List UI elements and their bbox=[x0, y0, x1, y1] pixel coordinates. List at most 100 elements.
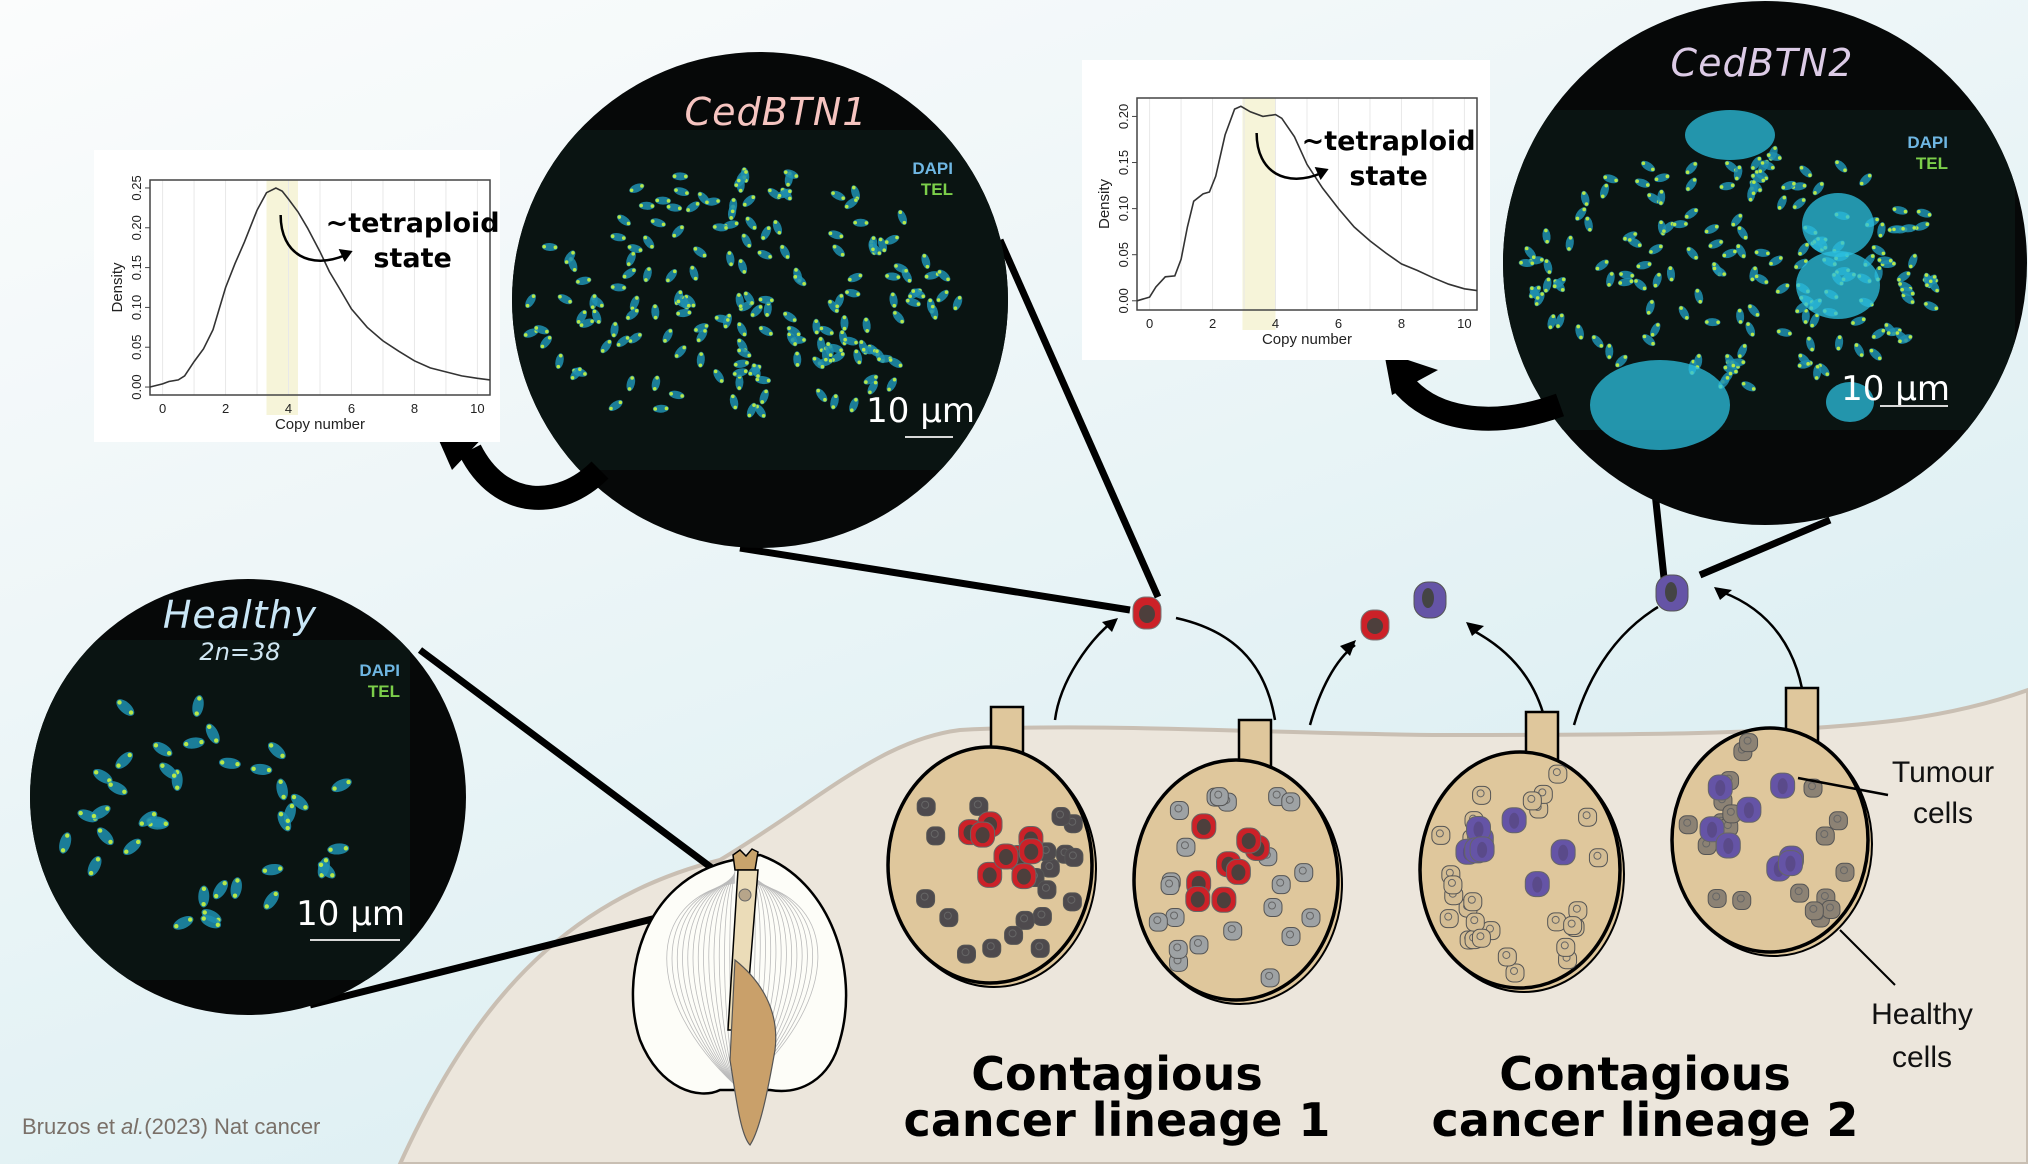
telomere-signal bbox=[743, 202, 747, 207]
telomere-signal bbox=[1837, 335, 1842, 340]
scale-bar-label: 10 µm bbox=[1841, 369, 1950, 409]
telomere-signal bbox=[592, 294, 597, 298]
telomere-signal bbox=[1725, 376, 1730, 380]
chromosome bbox=[1813, 364, 1822, 381]
healthy-cell bbox=[1732, 891, 1752, 911]
telomere-signal bbox=[1867, 173, 1872, 178]
telomere-signal bbox=[820, 364, 825, 369]
telomere-signal bbox=[773, 220, 778, 224]
telomere-signal bbox=[1851, 321, 1855, 325]
telomere-signal bbox=[1659, 190, 1664, 194]
shell-growth-line bbox=[713, 873, 736, 1086]
telomere-signal bbox=[108, 782, 113, 787]
telomere-signal bbox=[1898, 282, 1902, 286]
telomere-signal bbox=[685, 191, 689, 195]
telomere-signal bbox=[1712, 266, 1717, 271]
telomere-signal bbox=[738, 188, 743, 193]
healthy-cell bbox=[1037, 880, 1057, 900]
telomere-signal bbox=[1736, 244, 1741, 248]
telomere-signal bbox=[1531, 255, 1536, 260]
telomere-signal bbox=[612, 333, 616, 337]
telomere-signal bbox=[105, 806, 110, 811]
telomere-signal bbox=[1635, 179, 1639, 183]
telomere-signal bbox=[896, 275, 901, 279]
telomere-signal bbox=[1725, 161, 1729, 165]
telomere-signal bbox=[745, 361, 749, 365]
telomere-signal bbox=[1607, 344, 1612, 348]
telomere-signal bbox=[1886, 331, 1891, 335]
chromosome bbox=[889, 292, 898, 309]
interphase-nucleus bbox=[1685, 110, 1775, 160]
telomere-signal bbox=[761, 413, 766, 418]
telomere-signal bbox=[859, 340, 864, 344]
telomere-signal bbox=[1737, 226, 1742, 230]
telomere-signal bbox=[1546, 277, 1551, 282]
telomere-signal bbox=[592, 309, 597, 314]
telomere-signal bbox=[756, 374, 760, 378]
telomere-signal bbox=[729, 262, 733, 266]
healthy-cell bbox=[1556, 937, 1576, 957]
telomere-signal bbox=[626, 221, 631, 226]
healthy-cell bbox=[1547, 912, 1567, 932]
telomere-signal bbox=[802, 338, 806, 342]
telomere-signal bbox=[1576, 324, 1581, 329]
chromosome bbox=[276, 778, 288, 801]
telomere-signal bbox=[578, 367, 582, 372]
tel-label: TEL bbox=[1916, 154, 1948, 173]
healthy-cell bbox=[1263, 898, 1283, 918]
telomere-signal bbox=[1599, 343, 1604, 348]
telomere-signal bbox=[1735, 176, 1739, 181]
telomere-signal bbox=[583, 372, 587, 376]
chromosome bbox=[651, 303, 660, 320]
healthy-ploidy-label: 2n=38 bbox=[199, 638, 280, 666]
telomere-signal bbox=[1751, 166, 1755, 170]
telomere-signal bbox=[1708, 244, 1713, 248]
telomere-signal bbox=[1614, 178, 1618, 183]
telomere-signal bbox=[1925, 283, 1929, 287]
healthy-cell bbox=[1548, 764, 1568, 784]
chromosome bbox=[1877, 222, 1886, 238]
telomere-signal bbox=[783, 312, 788, 316]
telomere-signal bbox=[826, 342, 831, 346]
telomere-signal bbox=[1585, 216, 1590, 221]
telomere-signal bbox=[769, 331, 773, 336]
telomere-signal bbox=[1623, 236, 1627, 241]
telomere-signal bbox=[285, 825, 290, 831]
telomere-signal bbox=[622, 285, 626, 290]
healthy-cell bbox=[1281, 926, 1301, 946]
telomere-signal bbox=[865, 328, 870, 333]
telomere-signal bbox=[553, 245, 558, 250]
telomere-signal bbox=[1877, 356, 1882, 361]
telomere-signal bbox=[88, 870, 94, 876]
cockle-clam-illustration bbox=[631, 848, 848, 1146]
telomere-signal bbox=[840, 330, 844, 335]
chromosome bbox=[1636, 260, 1652, 270]
telomere-signal bbox=[850, 408, 854, 413]
healthy-cell bbox=[916, 797, 936, 817]
telomere-signal bbox=[885, 274, 889, 278]
telomere-signal bbox=[163, 821, 169, 827]
chromosome bbox=[735, 292, 744, 309]
x-tick-label: 2 bbox=[222, 401, 229, 416]
telomere-signal bbox=[933, 315, 938, 320]
telomere-signal bbox=[1913, 254, 1917, 258]
telomere-signal bbox=[1892, 227, 1896, 232]
telomere-signal bbox=[1792, 181, 1796, 186]
telomere-signal bbox=[1859, 353, 1864, 357]
chromosome bbox=[1877, 256, 1894, 265]
telomere-signal bbox=[621, 236, 626, 240]
telomere-signal bbox=[663, 338, 667, 343]
telomere-signal bbox=[787, 326, 791, 331]
telomere-signal bbox=[1835, 160, 1839, 165]
chromosome bbox=[1694, 353, 1703, 370]
telomere-signal bbox=[691, 303, 696, 308]
y-axis-label: Density bbox=[1096, 178, 1113, 229]
telomere-signal bbox=[568, 299, 572, 304]
telomere-signal bbox=[1748, 197, 1753, 202]
telomere-signal bbox=[755, 377, 760, 382]
chromosome bbox=[1704, 318, 1721, 327]
telomere-signal bbox=[1742, 344, 1747, 348]
telomere-signal bbox=[78, 810, 83, 816]
telomere-signal bbox=[1924, 302, 1928, 306]
telomere-signal bbox=[742, 233, 746, 238]
